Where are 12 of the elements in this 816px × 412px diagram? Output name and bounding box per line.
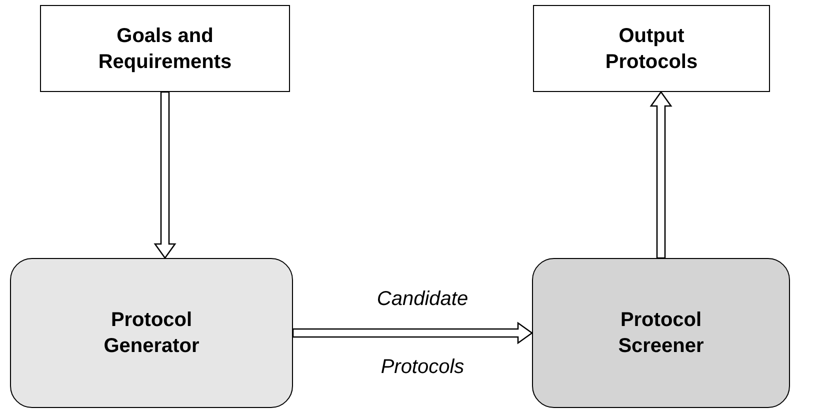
rounded-process-box <box>10 258 293 408</box>
node-label: Protocol Screener <box>617 308 705 359</box>
node-label: Goals and Requirements <box>97 24 233 74</box>
rounded-process-box <box>532 258 790 408</box>
node-label: Output Protocols <box>604 24 699 74</box>
process-box <box>533 5 770 92</box>
hollow-arrow <box>650 90 672 259</box>
node-label: Protocol Generator <box>102 308 200 359</box>
hollow-arrow <box>154 91 176 260</box>
process-box <box>40 5 290 92</box>
edge-label: Candidate Protocols <box>376 287 470 380</box>
hollow-arrow <box>292 322 534 344</box>
